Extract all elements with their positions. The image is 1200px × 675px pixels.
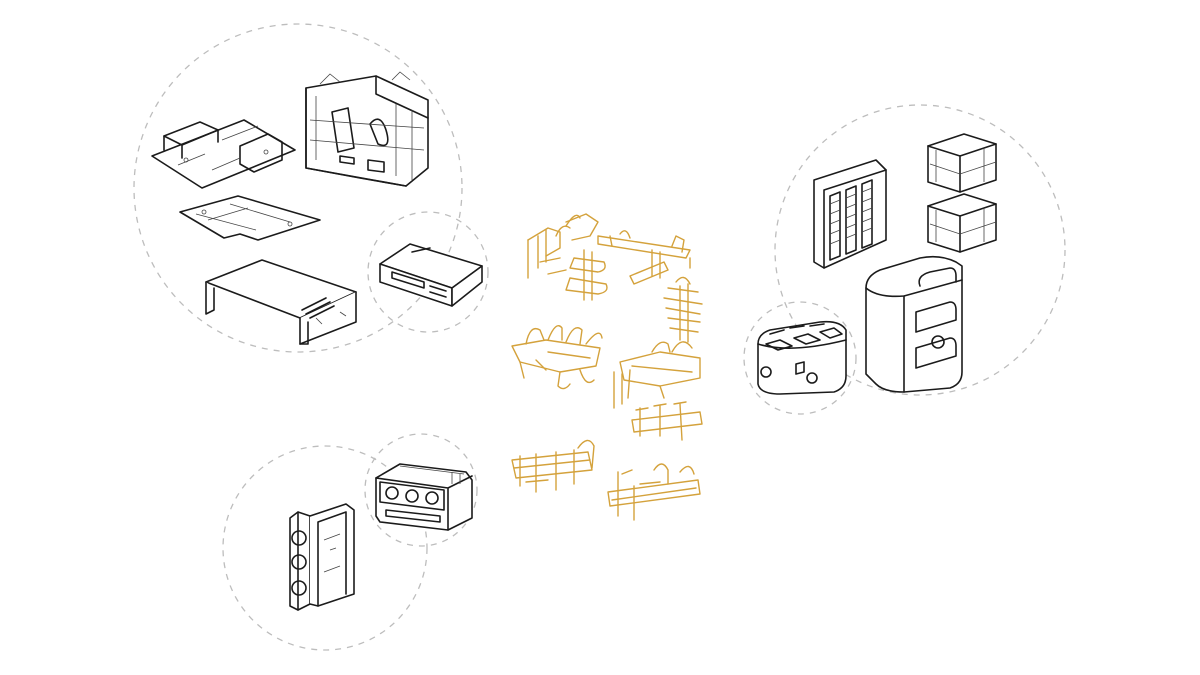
toaster-group-circle [774, 104, 1066, 396]
toaster-outer-shell [865, 255, 963, 393]
stove-group-circle [222, 445, 428, 651]
toaster-assembled-unit [757, 320, 847, 395]
gold-part-right-rack [631, 401, 703, 441]
vcr-chassis-frame [305, 71, 429, 187]
vcr-assembled-circle [367, 211, 489, 333]
toaster-assembled-circle [743, 301, 857, 415]
stove-assembled-circle [364, 433, 478, 547]
toaster-slot-cages [927, 133, 997, 253]
vcr-group-circle [133, 23, 463, 353]
gold-part-bottom-right [607, 463, 701, 521]
vcr-assembled-unit [379, 243, 483, 307]
gold-part-left-middle [511, 325, 603, 390]
gold-assembly-cluster [511, 213, 703, 521]
vcr-bottom-tray [151, 119, 296, 189]
vcr-circuit-plate [179, 195, 321, 241]
stove-knob-panel [289, 503, 355, 611]
stove-assembled-unit [375, 463, 473, 531]
gold-part-right-middle [613, 341, 701, 409]
gold-part-top-left [527, 213, 691, 301]
vcr-top-cover [205, 259, 357, 345]
toaster-side-grille [813, 159, 887, 269]
gold-part-bottom-left [511, 439, 595, 493]
gold-part-right-column [663, 276, 703, 343]
